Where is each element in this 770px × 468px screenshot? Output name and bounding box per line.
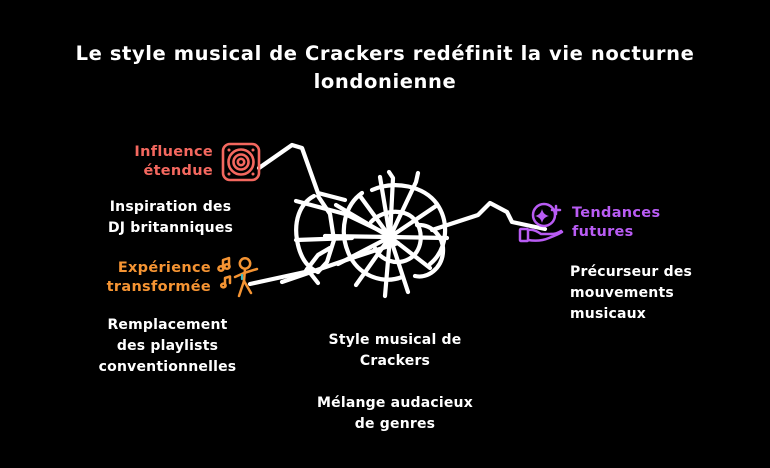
spoke-n2 (386, 169, 396, 240)
dancing-person-icon (217, 255, 265, 301)
hub-ring-inner (368, 209, 423, 265)
node-tendances-title: Tendances futures (572, 205, 661, 240)
spoke-w (322, 233, 393, 240)
cluster-poly (315, 193, 337, 275)
node-influence-etendue: Influence étendue Inspiration des DJ bri… (78, 140, 263, 239)
node-experience-subtitle: Remplacement des playlists conventionnel… (98, 317, 237, 375)
spoke-se (387, 234, 433, 271)
sweep-lower (279, 240, 401, 285)
spoke-sw (353, 234, 393, 288)
spoke-e (387, 234, 450, 241)
center-subtitle: Mélange audacieux de genres (317, 395, 473, 432)
node-influence-subtitle: Inspiration des DJ britanniques (107, 199, 234, 236)
cluster-cross (293, 235, 355, 243)
hub-ring-small (412, 222, 446, 279)
branch-lower-left-stub (304, 266, 321, 286)
hand-sparkle-icon (518, 200, 566, 246)
spoke-s (382, 234, 393, 299)
page-title: Le style musical de Crackers redéfinit l… (75, 42, 695, 93)
hub-ring-right (369, 183, 448, 267)
spoke-nw (333, 202, 393, 240)
speaker-icon (219, 140, 263, 184)
spoke-nnw (357, 193, 393, 240)
node-experience-header: Expérience transformée (70, 255, 265, 301)
spoke-s-e (387, 234, 411, 295)
sweep-upper (293, 198, 394, 239)
node-experience-transformee: Expérience transformée (70, 255, 265, 378)
node-experience-title: Expérience transformée (106, 260, 211, 295)
hub-ring-left (341, 190, 405, 282)
node-center-crackers: Style musical de Crackers Mélange audaci… (285, 330, 505, 435)
spoke-w-down (335, 234, 393, 267)
node-tendances-futures: Tendances futures Précurseur des mouveme… (518, 200, 718, 325)
node-tendances-header: Tendances futures (518, 200, 718, 246)
center-title: Style musical de Crackers (328, 332, 462, 369)
branch-upper-left (256, 142, 348, 203)
spoke-ne (387, 170, 421, 240)
node-tendances-subtitle: Précurseur des mouvements musicaux (570, 264, 693, 322)
node-influence-title: Influence étendue (134, 144, 213, 179)
node-influence-header: Influence étendue (78, 140, 263, 184)
spoke-e-up (387, 203, 439, 240)
cluster-arc (294, 193, 321, 275)
spoke-n (377, 174, 393, 240)
